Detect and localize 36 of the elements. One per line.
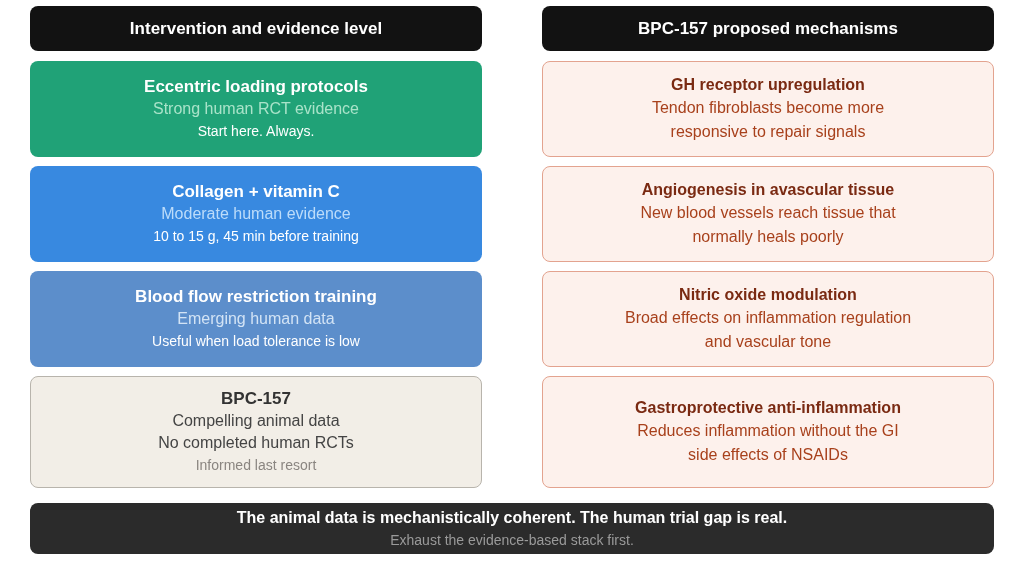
card-note: Informed last resort [195,456,317,475]
header-bar [30,6,482,51]
card-subtitle: Moderate human evidence [161,204,351,224]
evidence-card [30,61,482,157]
card-note: Start here. Always. [197,122,315,141]
evidence-card [30,166,482,262]
card-subtitle: New blood vessels reach tissue that normally heals poorly [639,203,897,247]
card-title: Blood flow restriction training [135,286,377,308]
card-title: Collagen + vitamin C [172,181,340,203]
mechanism-card [542,376,994,488]
card-subtitle: Strong human RCT evidence [152,99,359,119]
card-note: 10 to 15 g, 45 min before training [153,227,359,246]
card-note: Useful when load tolerance is low [152,332,360,351]
card-title: Gastroprotective anti-inflammation [635,398,901,418]
card-title: Angiogenesis in avascular tissue [641,180,895,200]
card-subtitle: Broad effects on inflammation regulation and vascular tone [623,308,913,352]
header-title: BPC-157 proposed mechanisms [638,17,898,40]
card-subtitle: Reduces inflammation without the GI side effects of NSAIDs [636,421,900,465]
card-subtitle: Compelling animal data [172,411,340,431]
mechanism-card [542,166,994,262]
evidence-card [30,271,482,367]
summary-banner [30,503,994,554]
card-subtitle: Tendon fibroblasts become more responsive to repair signals [650,98,886,142]
card-title: The animal data is mechanistically coherent. The human trial gap is real. [236,507,788,528]
card-subtitle: Emerging human data [177,309,335,329]
card-title: Nitric oxide modulation [679,285,857,305]
card-title: Eccentric loading protocols [144,76,368,98]
header-bar [542,6,994,51]
card-subtitle: Exhaust the evidence-based stack first. [390,530,634,550]
mechanism-card [542,271,994,367]
mechanism-card [542,61,994,157]
card-title: BPC-157 [221,388,291,410]
card-title: GH receptor upregulation [671,75,865,95]
header-title: Intervention and evidence level [129,17,383,40]
evidence-card [30,376,482,488]
card-note: No completed human RCTs [158,433,354,453]
